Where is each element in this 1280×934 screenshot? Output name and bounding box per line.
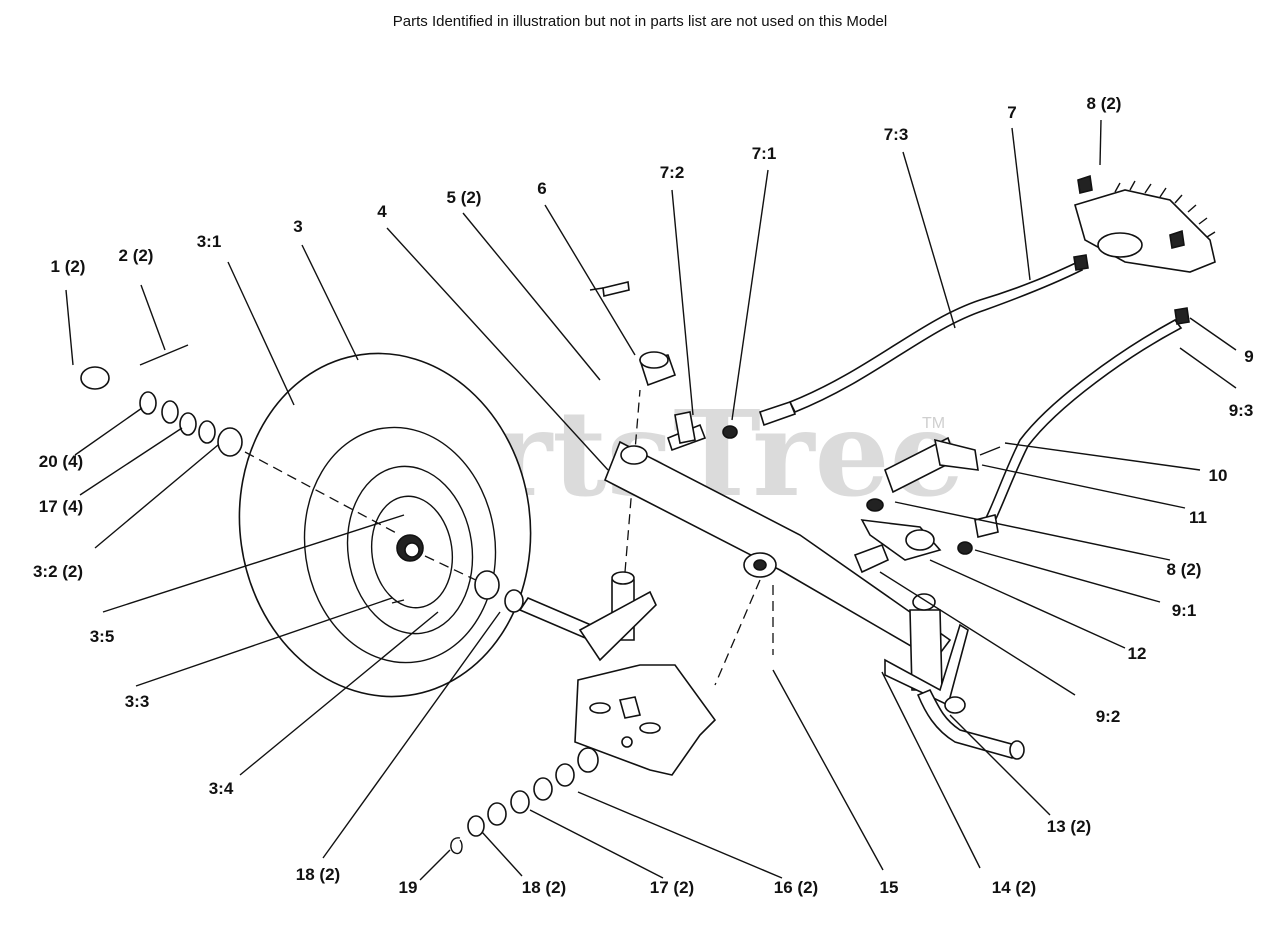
label-3-4: 3:4 xyxy=(209,779,234,798)
hub-cap xyxy=(80,344,189,390)
label-19: 19 xyxy=(399,878,418,897)
drag-link xyxy=(667,254,1089,452)
label-9: 9 xyxy=(1244,347,1253,366)
diagram-header: Parts Identified in illustration but not… xyxy=(393,13,887,30)
callout-labels: 1 (2) 2 (2) 3:1 3 4 5 (2) 6 7:2 7:1 7:3 … xyxy=(33,94,1254,897)
label-12: 12 xyxy=(1128,644,1147,663)
label-17-left: 17 (4) xyxy=(39,497,83,516)
label-20: 20 (4) xyxy=(39,452,83,471)
axle-centerline-mid xyxy=(424,555,481,583)
steering-arm xyxy=(853,436,1001,574)
label-10: 10 xyxy=(1209,466,1228,485)
label-5: 5 (2) xyxy=(447,188,482,207)
label-8-mid: 8 (2) xyxy=(1167,560,1202,579)
label-9-3: 9:3 xyxy=(1229,401,1254,420)
washer-stack-lower xyxy=(450,747,599,855)
bushing-spindle xyxy=(474,570,500,600)
washer-stack-left xyxy=(139,391,243,457)
label-3-2: 3:2 (2) xyxy=(33,562,83,581)
label-18-left: 18 (2) xyxy=(296,865,340,884)
label-4: 4 xyxy=(377,202,387,221)
left-spindle xyxy=(518,281,677,662)
label-7: 7 xyxy=(1007,103,1016,122)
label-16: 16 (2) xyxy=(774,878,818,897)
label-13: 13 (2) xyxy=(1047,817,1091,836)
right-spindle xyxy=(884,593,1025,760)
parts-drawing xyxy=(80,174,1216,855)
axle-bracket-plate xyxy=(574,664,717,776)
label-9-2: 9:2 xyxy=(1096,707,1121,726)
label-2: 2 (2) xyxy=(119,246,154,265)
label-7-3: 7:3 xyxy=(884,125,909,144)
label-3: 3 xyxy=(293,217,302,236)
leader-lines xyxy=(65,119,1237,881)
axle-centerline-left xyxy=(244,451,401,536)
label-14: 14 (2) xyxy=(992,878,1036,897)
wheel-tire xyxy=(238,352,532,698)
washer-spindle xyxy=(504,589,524,613)
label-8-top: 8 (2) xyxy=(1087,94,1122,113)
label-1: 1 (2) xyxy=(51,257,86,276)
label-3-5: 3:5 xyxy=(90,627,115,646)
label-3-1: 3:1 xyxy=(197,232,222,251)
label-17-lower: 17 (2) xyxy=(650,878,694,897)
label-11: 11 xyxy=(1189,508,1207,527)
label-18-lower: 18 (2) xyxy=(522,878,566,897)
watermark-tm: TM xyxy=(922,415,945,432)
label-7-1: 7:1 xyxy=(752,144,777,163)
label-9-1: 9:1 xyxy=(1172,601,1197,620)
tie-rod xyxy=(957,307,1190,555)
label-6: 6 xyxy=(537,179,546,198)
label-7-2: 7:2 xyxy=(660,163,685,182)
label-3-3: 3:3 xyxy=(125,692,150,711)
steering-gear-plate xyxy=(1074,174,1216,273)
label-15: 15 xyxy=(880,878,899,897)
